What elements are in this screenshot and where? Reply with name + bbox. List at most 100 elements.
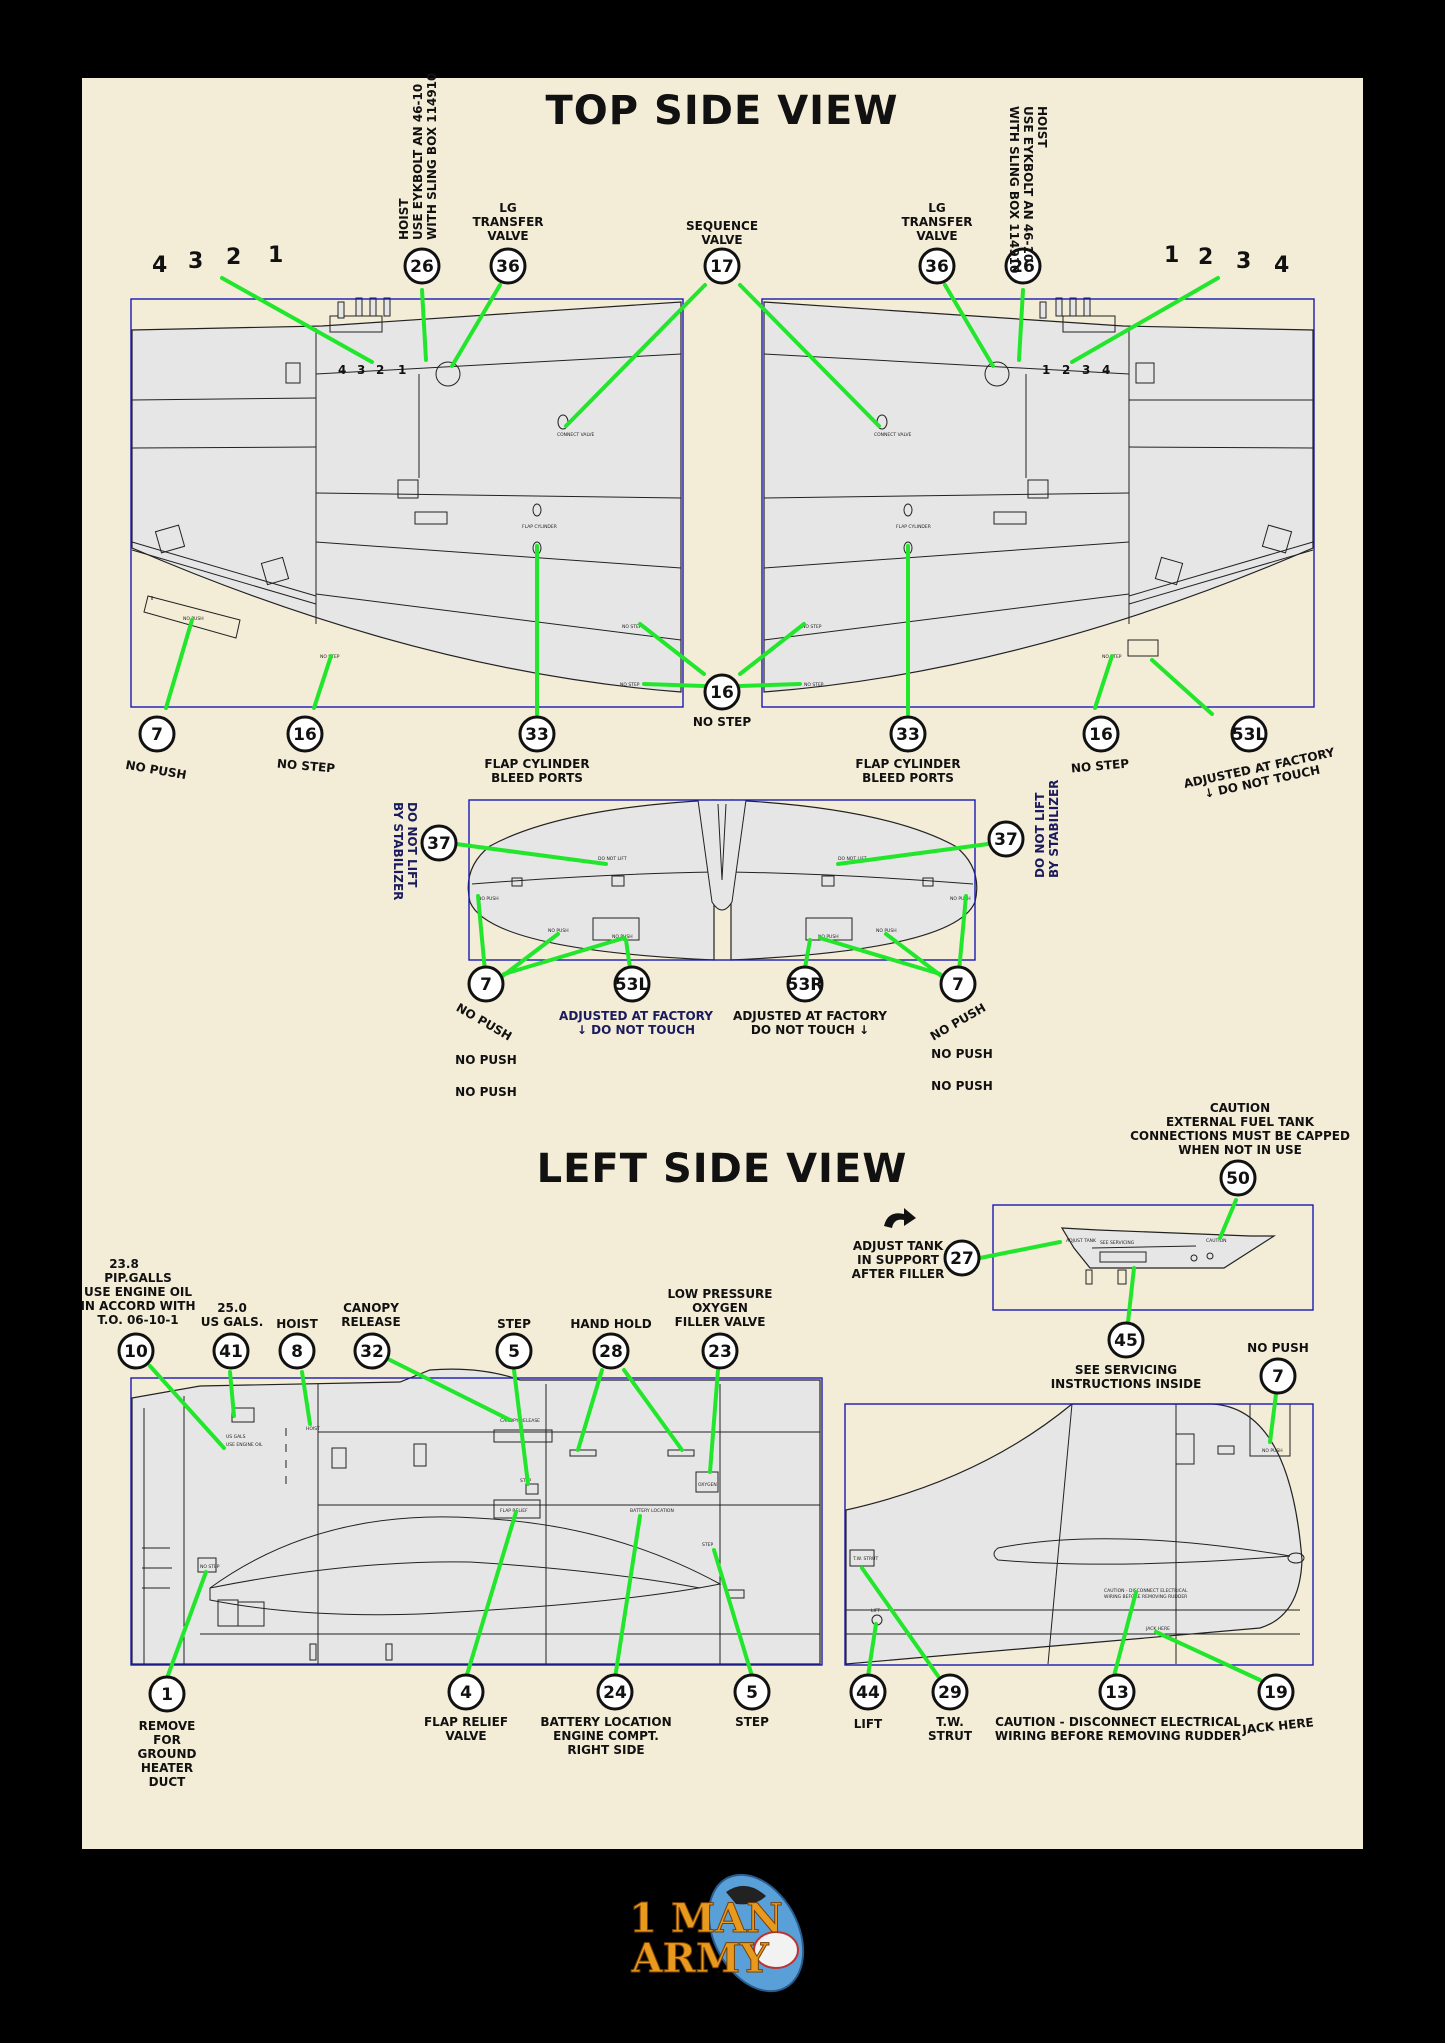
one-man-army-logo: 1 MAN ARMY (629, 1873, 805, 1993)
svg-text:IN ACCORD WITH: IN ACCORD WITH (80, 1299, 195, 1313)
svg-text:29: 29 (938, 1683, 962, 1703)
svg-text:53L: 53L (615, 975, 650, 995)
label-tail-no-push: NO PUSH (1247, 1341, 1309, 1355)
callout-stab-lift-left: 37 (420, 824, 458, 862)
callout-jack: 19 (1257, 1673, 1295, 1711)
callout-hand-hold: 28 (592, 1332, 630, 1370)
svg-text:25.0: 25.0 (217, 1301, 247, 1315)
svg-text:36: 36 (925, 257, 949, 277)
svg-text:DO NOT LIFT: DO NOT LIFT (598, 856, 627, 862)
svg-text:STEP: STEP (702, 1542, 713, 1548)
svg-text:T.O. 06-10-1: T.O. 06-10-1 (97, 1313, 178, 1327)
callout-step-top: 5 (495, 1332, 533, 1370)
fuselage-frame (130, 1377, 823, 1666)
callout-servicing: 45 (1107, 1321, 1145, 1359)
callout-canopy: 32 (353, 1332, 391, 1370)
svg-text:USE EYKBOLT AN 46-10: USE EYKBOLT AN 46-10 (411, 84, 425, 240)
svg-text:ADJUST TANK: ADJUST TANK (853, 1239, 944, 1253)
wing-station-4: 4 (338, 363, 346, 377)
svg-text:17: 17 (710, 257, 734, 277)
svg-text:VALVE: VALVE (487, 229, 528, 243)
svg-text:33: 33 (896, 725, 920, 745)
curved-arrow-icon (884, 1208, 916, 1228)
callout-battery: 24 (596, 1673, 634, 1711)
top-view-title: TOP SIDE VIEW (546, 88, 899, 134)
label-heater: REMOVE FOR GROUND HEATER DUCT (137, 1719, 196, 1789)
wing-station-2: 2 (376, 363, 384, 377)
svg-text:7: 7 (952, 975, 964, 995)
callout-stab-adj-left: 53L (613, 965, 651, 1003)
label-oxygen: LOW PRESSURE OXYGEN FILLER VALVE (668, 1287, 773, 1329)
callout-oil: 10 (117, 1332, 155, 1370)
svg-text:37: 37 (427, 834, 451, 854)
svg-text:36: 36 (496, 257, 520, 277)
svg-text:DUCT: DUCT (149, 1775, 187, 1789)
svg-text:ADJUST TANK: ADJUST TANK (1066, 1238, 1097, 1244)
svg-text:NO STEP: NO STEP (620, 682, 640, 688)
label-no-step-center: NO STEP (693, 715, 751, 729)
svg-text:LIFT: LIFT (871, 1608, 880, 1614)
svg-text:SEQUENCE: SEQUENCE (686, 219, 758, 233)
svg-text:28: 28 (599, 1342, 623, 1362)
label-battery: BATTERY LOCATION ENGINE COMPT. RIGHT SID… (540, 1715, 671, 1757)
svg-text:WIRING BEFORE REMOVING RUDDER: WIRING BEFORE REMOVING RUDDER (1104, 1594, 1187, 1600)
svg-text:ADJUSTED AT FACTORY: ADJUSTED AT FACTORY (559, 1009, 713, 1023)
svg-text:IN SUPPORT: IN SUPPORT (857, 1253, 940, 1267)
tail-side: NO PUSH T.W. STRUT LIFT CAUTION - DISCON… (845, 1403, 1305, 1665)
svg-text:CANOPY: CANOPY (343, 1301, 399, 1315)
label-no-step-left: NO STEP (276, 756, 335, 775)
svg-text:FILLER VALVE: FILLER VALVE (675, 1315, 766, 1329)
wing-station-3: 3 (357, 363, 365, 377)
svg-text:53L: 53L (1232, 725, 1267, 745)
svg-text:BATTERY LOCATION: BATTERY LOCATION (630, 1508, 674, 1514)
callout-tail-no-push: 7 (1259, 1357, 1297, 1395)
svg-text:USE EYKBOLT AN 46-10: USE EYKBOLT AN 46-10 (1021, 106, 1035, 262)
svg-text:41: 41 (219, 1342, 243, 1362)
svg-text:NO PUSH: NO PUSH (1262, 1448, 1283, 1454)
stab-no-push-right-2: NO PUSH (931, 1047, 993, 1061)
svg-text:4: 4 (460, 1683, 472, 1703)
svg-text:BLEED PORTS: BLEED PORTS (491, 771, 583, 785)
wing-station-r2: 2 (1062, 363, 1070, 377)
svg-text:16: 16 (1089, 725, 1113, 745)
svg-text:WHEN NOT IN USE: WHEN NOT IN USE (1178, 1143, 1302, 1157)
svg-text:7: 7 (480, 975, 492, 995)
station-number-4: 4 (152, 253, 167, 278)
svg-text:SEE SERVICING: SEE SERVICING (1100, 1240, 1135, 1246)
label-caution-tank: CAUTION EXTERNAL FUEL TANK CONNECTIONS M… (1130, 1101, 1350, 1157)
svg-text:LG: LG (499, 201, 517, 215)
station-number-r4: 4 (1274, 253, 1289, 278)
label-tw-strut: T.W. STRUT (928, 1715, 973, 1743)
svg-text:BY STABILIZER: BY STABILIZER (391, 802, 405, 900)
stabilizer-leaders (454, 842, 990, 984)
callout-stab-push-left: 7 (467, 965, 505, 1003)
svg-text:16: 16 (710, 683, 734, 703)
callout-stab-push-right: 7 (939, 965, 977, 1003)
callout-flap-left: 33 (518, 715, 556, 753)
label-hoist: HOIST (276, 1317, 318, 1331)
top-view-leaders (164, 276, 1220, 716)
right-wing-frame (761, 298, 1315, 708)
svg-text:CONNECTIONS MUST BE CAPPED: CONNECTIONS MUST BE CAPPED (1130, 1129, 1350, 1143)
svg-text:OXYGEN: OXYGEN (692, 1301, 748, 1315)
svg-text:AFTER FILLER: AFTER FILLER (852, 1267, 945, 1281)
stabilizer-frame (468, 799, 976, 961)
callout-no-step-right: 16 (1082, 715, 1120, 753)
svg-text:TRANSFER: TRANSFER (901, 215, 972, 229)
callout-stab-adj-right: 53R (786, 965, 824, 1003)
svg-text:BLEED PORTS: BLEED PORTS (862, 771, 954, 785)
callout-lift: 44 (849, 1673, 887, 1711)
label-adjust-tank: ADJUST TANK IN SUPPORT AFTER FILLER (852, 1208, 945, 1281)
svg-text:T.W. STRUT: T.W. STRUT (852, 1556, 878, 1562)
sequence-valve-label: SEQUENCE VALVE (686, 219, 758, 247)
svg-text:GROUND: GROUND (137, 1747, 196, 1761)
callout-hoist-right: 26 (1004, 247, 1042, 285)
svg-text:FLAP CYLINDER: FLAP CYLINDER (484, 757, 589, 771)
svg-text:US GALS.: US GALS. (201, 1315, 264, 1329)
svg-text:VALVE: VALVE (445, 1729, 486, 1743)
svg-text:53R: 53R (787, 975, 824, 995)
station-number-1: 1 (268, 243, 283, 268)
svg-text:FLAP RELIEF: FLAP RELIEF (500, 1508, 528, 1514)
svg-text:LG: LG (928, 201, 946, 215)
